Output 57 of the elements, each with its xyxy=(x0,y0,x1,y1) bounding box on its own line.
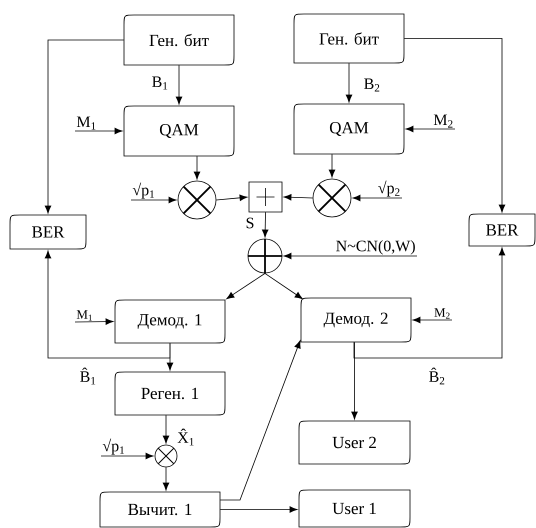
arrow xyxy=(74,128,122,134)
arrow xyxy=(406,126,456,132)
arrow xyxy=(176,65,182,104)
multiplier-circle xyxy=(154,444,178,468)
process-box: QAM xyxy=(124,106,234,156)
arrow xyxy=(162,467,170,490)
arrow xyxy=(284,194,313,200)
arrow xyxy=(44,250,170,358)
process-box: Ген. бит xyxy=(124,14,234,66)
arrow xyxy=(130,196,176,204)
adder-circle xyxy=(248,238,282,274)
arrow xyxy=(220,506,298,513)
arrow xyxy=(100,452,154,460)
input-label: M$_{2}$ xyxy=(434,308,450,319)
arrow xyxy=(162,415,170,444)
arrow xyxy=(412,316,452,324)
input-label: N~CN(0,W) xyxy=(336,240,415,255)
arrow xyxy=(404,38,506,212)
arrow xyxy=(284,252,418,260)
process-box: BER xyxy=(10,214,86,250)
edge-label: B̂$_{2}$ xyxy=(429,368,444,384)
edge-label: S xyxy=(246,218,254,228)
input-label: √p$_{1}$ xyxy=(132,182,154,199)
summing-box xyxy=(248,182,282,212)
input-label: M$_{1}$ xyxy=(76,310,92,321)
arrow xyxy=(352,194,402,202)
arrow xyxy=(216,194,248,201)
arrow xyxy=(346,63,352,102)
input-label: M$_{2}$ xyxy=(434,114,452,128)
arrow xyxy=(328,154,336,178)
process-box: Демод. 2 xyxy=(300,298,412,342)
arrow xyxy=(194,156,200,180)
edge-label: B̂$_{1}$ xyxy=(80,368,96,384)
edge-label: B$_{2}$ xyxy=(364,78,380,92)
arrow xyxy=(264,273,303,300)
arrow xyxy=(44,40,124,214)
multiplier-circle xyxy=(312,178,352,218)
multiplier-circle xyxy=(178,180,216,220)
process-box: BER xyxy=(468,214,536,246)
edge-label: B$_{1}$ xyxy=(152,76,168,90)
arrow xyxy=(220,340,301,500)
process-box: Вычит. 1 xyxy=(100,492,220,528)
arrow xyxy=(262,212,268,238)
arrow xyxy=(351,342,358,420)
input-label: √p$_{2}$ xyxy=(378,180,400,197)
process-box: Ген. бит xyxy=(294,14,404,64)
input-label: √p$_{1}$ xyxy=(102,438,124,455)
process-box: Реген. 1 xyxy=(114,372,226,416)
edge-label: X̂$_{1}$ xyxy=(178,428,194,446)
process-box: QAM xyxy=(294,104,404,154)
process-box: User 1 xyxy=(298,490,410,528)
process-box: User 2 xyxy=(298,420,410,464)
arrow xyxy=(226,273,266,300)
arrow xyxy=(354,248,506,358)
process-box: Демод. 1 xyxy=(114,300,226,344)
arrow xyxy=(74,318,114,325)
input-label: M$_{1}$ xyxy=(76,116,96,130)
